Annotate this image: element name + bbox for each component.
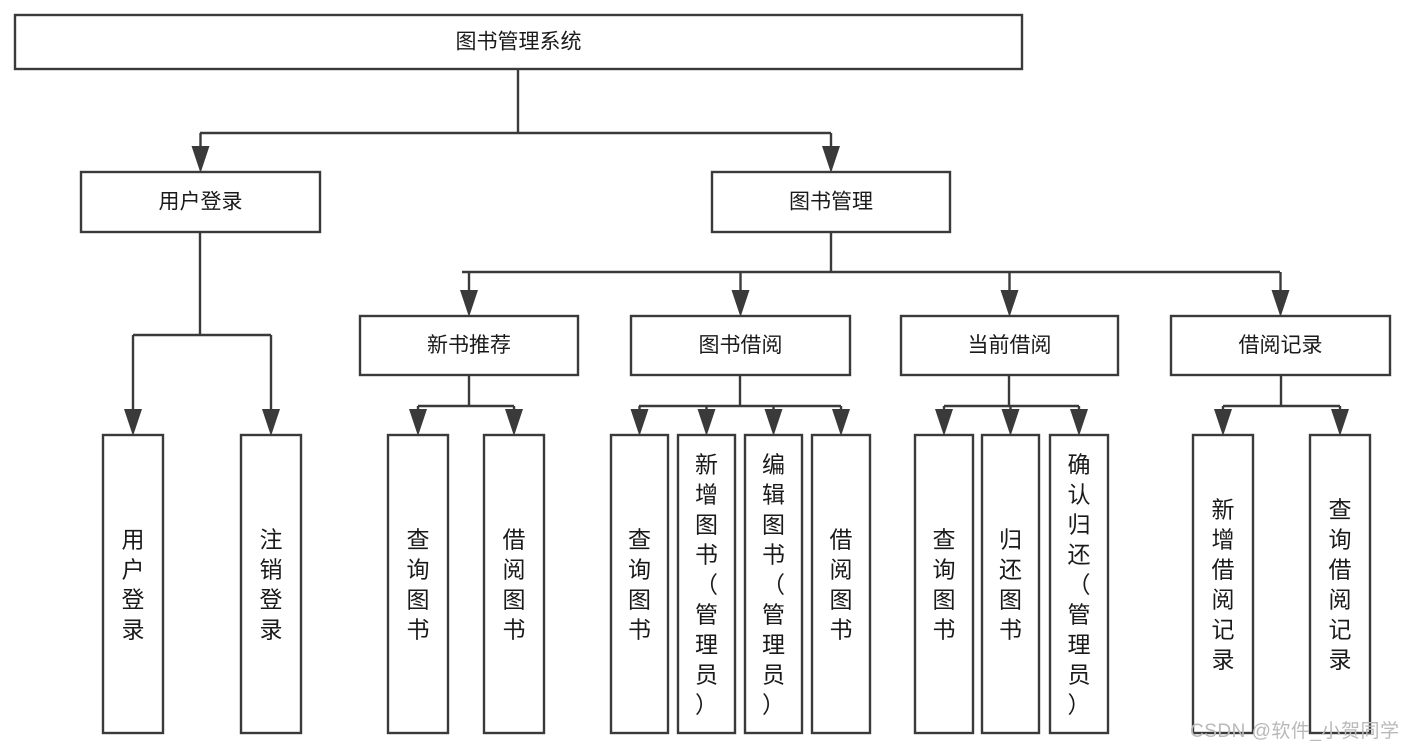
node-leaf_new_query[interactable]: 查询图书: [386, 433, 450, 735]
node-box-l2_book[interactable]: [710, 170, 952, 234]
node-leaf_c_confirm[interactable]: 确认归还（管理员）: [1048, 433, 1110, 735]
node-box-leaf_b_borrow[interactable]: [810, 433, 872, 735]
node-box-leaf_c_confirm[interactable]: [1048, 433, 1110, 735]
node-label-l2_book: 图书管理: [789, 191, 873, 214]
node-box-root[interactable]: [13, 13, 1024, 71]
edge-l3_current-to-leaf_c_confirm: [1070, 406, 1088, 436]
node-box-leaf_user_login[interactable]: [101, 433, 165, 735]
node-label-l3_record: 借阅记录: [1239, 334, 1323, 357]
edge-root-to-l2_login: [191, 133, 210, 173]
node-label-leaf_b_query: 查询图书: [628, 526, 651, 642]
node-root[interactable]: 图书管理系统: [13, 13, 1024, 71]
node-label-leaf_new_query: 查询图书: [407, 526, 430, 642]
node-l2_login[interactable]: 用户登录: [79, 170, 322, 234]
edge-l3_new-to-leaf_new_query: [409, 406, 427, 436]
node-label-leaf_b_edit: 编辑图书（管理员）: [762, 451, 785, 717]
connector-record-bus: [1223, 375, 1340, 408]
connector-root-bus: [200, 69, 831, 135]
watermark-label: CSDN @软件_小贺同学: [1190, 721, 1400, 742]
node-l3_new[interactable]: 新书推荐: [358, 314, 580, 377]
node-box-leaf_r_query[interactable]: [1308, 433, 1372, 735]
node-leaf_b_query[interactable]: 查询图书: [609, 433, 670, 735]
node-box-leaf_b_edit[interactable]: [743, 433, 804, 735]
node-label-leaf_b_add: 新增图书（管理员）: [695, 451, 718, 717]
node-leaf_b_add[interactable]: 新增图书（管理员）: [676, 433, 737, 735]
node-leaf_b_borrow[interactable]: 借阅图书: [810, 433, 872, 735]
node-box-leaf_new_borrow[interactable]: [482, 433, 546, 735]
node-leaf_r_query[interactable]: 查询借阅记录: [1308, 433, 1372, 735]
node-leaf_logout[interactable]: 注销登录: [239, 433, 303, 735]
node-box-l2_login[interactable]: [79, 170, 322, 234]
node-box-leaf_b_query[interactable]: [609, 433, 670, 735]
node-l3_borrow[interactable]: 图书借阅: [629, 314, 852, 377]
node-label-leaf_user_login: 用户登录: [122, 526, 145, 642]
node-box-l3_new[interactable]: [358, 314, 580, 377]
node-label-leaf_c_query: 查询图书: [933, 526, 956, 642]
node-label-leaf_logout: 注销登录: [260, 526, 283, 642]
connector-book-bus: [462, 232, 1280, 274]
node-label-leaf_r_query: 查询借阅记录: [1329, 496, 1352, 672]
edge-l3_record-to-leaf_r_add: [1214, 406, 1232, 436]
node-box-leaf_r_add[interactable]: [1191, 433, 1255, 735]
node-label-l3_current: 当前借阅: [968, 334, 1052, 357]
node-label-l3_new: 新书推荐: [427, 334, 511, 357]
node-label-leaf_c_confirm: 确认归还（管理员）: [1068, 451, 1091, 717]
node-box-leaf_new_query[interactable]: [386, 433, 450, 735]
edge-l2_login-to-leaf_user_login: [124, 335, 142, 436]
edge-l3_borrow-to-leaf_b_edit: [764, 406, 783, 436]
edge-l2_book-to-l3_current: [1000, 272, 1019, 317]
connector-layer: [124, 69, 1349, 436]
node-label-l2_login: 用户登录: [159, 191, 243, 214]
node-leaf_c_return[interactable]: 归还图书: [980, 433, 1041, 735]
node-label-leaf_r_add: 新增借阅记录: [1212, 496, 1235, 672]
node-leaf_r_add[interactable]: 新增借阅记录: [1191, 433, 1255, 735]
node-l2_book[interactable]: 图书管理: [710, 170, 952, 234]
node-box-leaf_c_query[interactable]: [913, 433, 975, 735]
connector-new-bus: [418, 375, 514, 408]
node-label-leaf_new_borrow: 借阅图书: [503, 526, 526, 642]
edge-l3_current-to-leaf_c_query: [935, 406, 953, 436]
connector-login-bus: [133, 232, 271, 337]
node-box-leaf_b_add[interactable]: [676, 433, 737, 735]
edge-root-to-l2_book: [822, 133, 840, 173]
node-leaf_b_edit[interactable]: 编辑图书（管理员）: [743, 433, 804, 735]
edge-l2_book-to-l3_new: [460, 272, 478, 317]
edge-l2_book-to-l3_borrow: [731, 272, 750, 317]
edge-l2_book-to-l3_record: [1271, 272, 1290, 317]
node-leaf_user_login[interactable]: 用户登录: [101, 433, 165, 735]
node-box-leaf_logout[interactable]: [239, 433, 303, 735]
edge-l2_login-to-leaf_logout: [262, 335, 280, 436]
edge-l3_borrow-to-leaf_b_query: [630, 406, 649, 436]
node-leaf_new_borrow[interactable]: 借阅图书: [482, 433, 546, 735]
node-l3_current[interactable]: 当前借阅: [899, 314, 1120, 377]
node-box-l3_record[interactable]: [1169, 314, 1392, 377]
node-layer: 图书管理系统用户登录图书管理新书推荐图书借阅当前借阅借阅记录用户登录注销登录查询…: [13, 13, 1392, 735]
node-box-l3_current[interactable]: [899, 314, 1120, 377]
edge-l3_current-to-leaf_c_return: [1001, 406, 1020, 436]
node-box-l3_borrow[interactable]: [629, 314, 852, 377]
connector-current-bus: [944, 375, 1079, 408]
node-label-root: 图书管理系统: [456, 31, 582, 54]
edge-l3_record-to-leaf_r_query: [1331, 406, 1349, 436]
edge-l3_borrow-to-leaf_b_add: [697, 406, 716, 436]
node-label-leaf_c_return: 归还图书: [999, 526, 1022, 642]
edge-l3_new-to-leaf_new_borrow: [505, 406, 523, 436]
node-box-leaf_c_return[interactable]: [980, 433, 1041, 735]
edge-l3_borrow-to-leaf_b_borrow: [832, 406, 850, 436]
node-leaf_c_query[interactable]: 查询图书: [913, 433, 975, 735]
node-label-l3_borrow: 图书借阅: [699, 334, 783, 357]
node-l3_record[interactable]: 借阅记录: [1169, 314, 1392, 377]
node-label-leaf_b_borrow: 借阅图书: [830, 526, 853, 642]
connector-borrow-bus: [639, 375, 841, 408]
